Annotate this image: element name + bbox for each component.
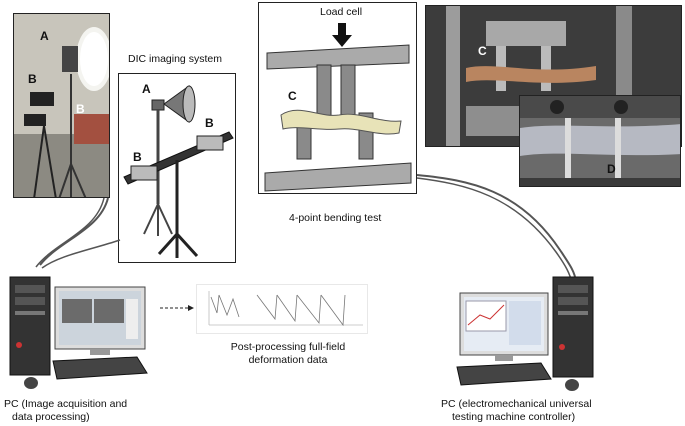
pc-right-label-line-1: PC (electromechanical universal [441, 398, 592, 410]
left-pc [5, 265, 165, 395]
dic-imaging-system-label: DIC imaging system [128, 53, 222, 65]
specimen-closeup-photo: D [519, 95, 681, 187]
post-processing-label-line-1: Post-processing full-field [230, 341, 346, 353]
drawing-marker-b-1: B [205, 116, 214, 130]
photo-marker-d: D [607, 162, 616, 176]
drawing-marker-a: A [142, 82, 151, 96]
post-processing-label-line-2: deformation data [248, 354, 328, 366]
load-cell-label: Load cell [320, 6, 363, 18]
dic-setup-photo: A B B [13, 13, 110, 198]
photo-marker-c: C [478, 44, 487, 58]
right-pc [455, 275, 605, 395]
photo-marker-b-2: B [76, 102, 85, 116]
drawing-marker-c: C [288, 89, 297, 103]
bending-test-panel: Load cell C [258, 2, 417, 194]
deformation-chart-thumbnail [196, 284, 368, 334]
bending-test-label: 4-point bending test [289, 212, 382, 224]
photo-marker-b-1: B [28, 72, 37, 86]
pc-left-label-line-1: PC (Image acquisition and [4, 398, 128, 410]
photo-marker-a: A [40, 29, 49, 43]
pc-right-label-line-2: testing machine controller) [452, 411, 576, 423]
dic-imaging-system-panel: A B B [118, 73, 236, 263]
drawing-marker-b-2: B [133, 150, 142, 164]
pc-left-label-line-2: data processing) [12, 411, 90, 423]
